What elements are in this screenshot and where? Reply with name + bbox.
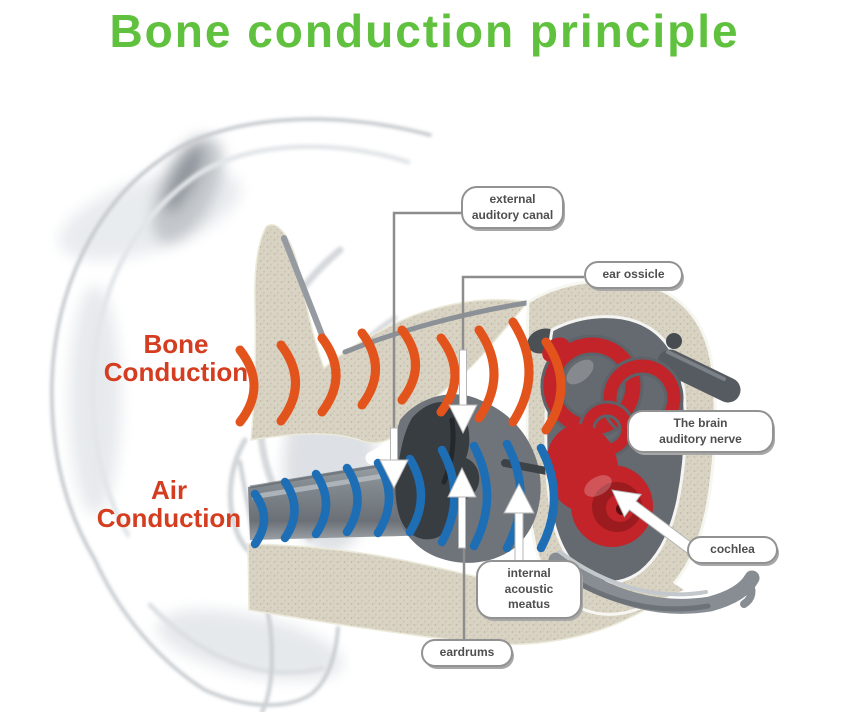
ear-ossicle-arrow <box>448 404 478 435</box>
malleus <box>441 417 456 485</box>
label-eardrums: eardrums <box>421 639 513 667</box>
auditory-nerve-highlight <box>666 350 726 381</box>
external-canal-arrow <box>379 459 409 490</box>
auditory-nerve <box>657 349 741 403</box>
air-conduction-label: Air Conduction <box>96 475 242 533</box>
leader-lines <box>392 211 584 639</box>
bone-conduction-label: Bone Conduction <box>103 329 249 387</box>
cochlea-arrow <box>611 489 700 558</box>
eardrum-arrow <box>447 466 477 498</box>
pointer-arrows <box>379 349 700 563</box>
label-brain-auditory-nerve: The brain auditory nerve <box>627 410 774 454</box>
acoustic-meatus-arrow <box>503 482 535 514</box>
label-cochlea: cochlea <box>687 536 778 564</box>
bone-shadow-line <box>281 235 325 338</box>
bone-conduction-waves <box>235 317 566 435</box>
label-external-auditory-canal: external auditory canal <box>461 186 564 230</box>
label-internal-acoustic-meatus: internal acoustic meatus <box>476 560 582 619</box>
label-ear-ossicle: ear ossicle <box>584 261 683 289</box>
nerve-stub <box>666 333 682 349</box>
page-title: Bone conduction principle <box>109 5 740 57</box>
